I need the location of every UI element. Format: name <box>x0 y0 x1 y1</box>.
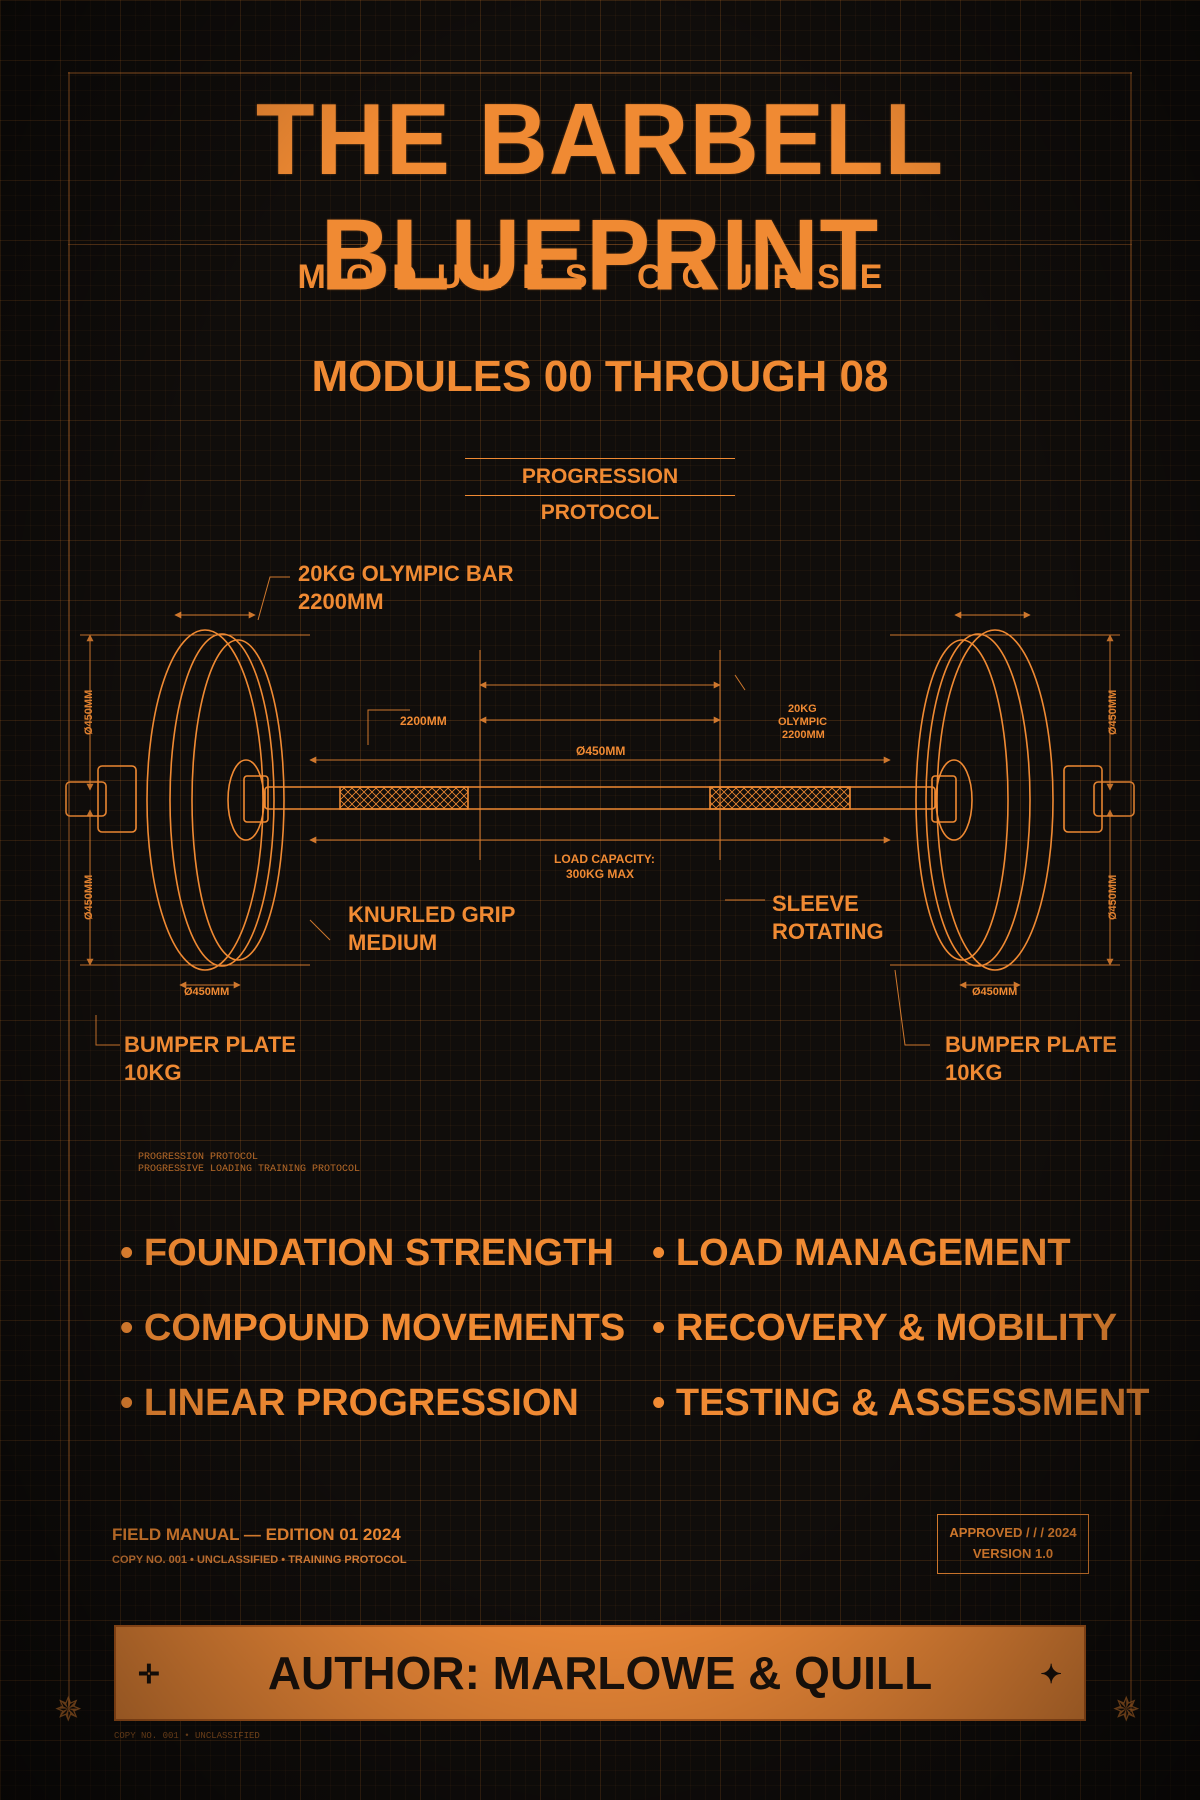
bar-callout-line2: 2200MM <box>298 589 384 614</box>
bar-small-line1: 20KG <box>788 703 817 715</box>
plate-dim-right: Ø450MM <box>972 986 1017 998</box>
knurled-callout: KNURLED GRIP MEDIUM <box>348 901 515 957</box>
inner-length-label: 2200MM <box>400 714 447 728</box>
sleeve-line2: ROTATING <box>772 919 884 944</box>
bumper-right-line1: BUMPER PLATE <box>945 1032 1117 1057</box>
left-plate-hub <box>227 759 265 841</box>
features-left: FOUNDATION STRENGTH COMPOUND MOVEMENTS L… <box>120 1216 625 1441</box>
frame-right-line <box>1130 72 1132 1712</box>
center-dim-label: Ø450MM <box>576 744 625 758</box>
feature-item: LINEAR PROGRESSION <box>120 1366 625 1441</box>
knurl-right <box>709 786 851 810</box>
feature-item: RECOVERY & MOBILITY <box>652 1291 1150 1366</box>
left-plate-3 <box>191 639 285 961</box>
vertical-dim-left-bottom: Ø450MM <box>83 875 95 920</box>
barbell-diagram: 2200MM Ø450MM LOAD CAPACITY: 300KG MAX 2… <box>65 576 1135 1046</box>
feature-item: TESTING & ASSESSMENT <box>652 1366 1150 1441</box>
knurl-left <box>339 786 469 810</box>
protocol-note-line2: PROGRESSIVE LOADING TRAINING PROTOCOL <box>138 1164 361 1175</box>
right-inner-collar <box>931 775 957 823</box>
protocol-note: PROGRESSION PROTOCOL PROGRESSIVE LOADING… <box>138 1152 360 1176</box>
left-sleeve-end <box>65 781 107 817</box>
vertical-dim-left-top: Ø450MM <box>83 690 95 735</box>
bumper-left-callout: BUMPER PLATE 10KG <box>124 1031 296 1087</box>
poster-title: THE BARBELL BLUEPRINT <box>255 83 945 312</box>
frame-top-line <box>68 72 1132 74</box>
protocol-label: PROGRESSION PROTOCOL <box>465 458 735 524</box>
bar-small-line3: 2200MM <box>782 729 825 741</box>
field-manual-label: FIELD MANUAL — EDITION 01 2024 <box>112 1525 401 1544</box>
knurled-line2: MEDIUM <box>348 930 438 955</box>
crosshair-star-icon: ✦ <box>1040 1659 1062 1689</box>
frame-title-underline <box>68 244 1132 245</box>
version-text: VERSION 1.0 <box>972 1546 1054 1561</box>
feature-item: LOAD MANAGEMENT <box>652 1216 1150 1291</box>
left-plate-outer <box>146 629 264 971</box>
right-plate-hub <box>935 759 973 841</box>
approval-stamp: APPROVED / / / 2024 VERSION 1.0 <box>937 1514 1089 1574</box>
compass-rose-icon: ✵ <box>54 1691 83 1729</box>
poster-subtitle: MODULES COURSE <box>297 258 903 296</box>
right-plate-2 <box>925 633 1031 967</box>
left-collar <box>97 765 137 833</box>
features-right: LOAD MANAGEMENT RECOVERY & MOBILITY TEST… <box>652 1216 1150 1441</box>
compass-rose-icon: ✵ <box>1112 1691 1141 1729</box>
field-manual-sub: COPY NO. 001 • UNCLASSIFIED • TRAINING P… <box>112 1554 407 1566</box>
left-plate-2 <box>169 633 275 967</box>
protocol-note-line1: PROGRESSION PROTOCOL <box>138 1152 259 1163</box>
bumper-left-line1: BUMPER PLATE <box>124 1032 296 1057</box>
bumper-left-line2: 10KG <box>124 1060 182 1085</box>
frame-left-line <box>68 72 70 1712</box>
bar-callout: 20KG OLYMPIC BAR 2200MM <box>298 560 514 616</box>
bumper-right-callout: BUMPER PLATE 10KG <box>945 1031 1117 1087</box>
modules-heading: MODULES 00 THROUGH 08 <box>311 352 889 401</box>
bumper-right-line2: 10KG <box>945 1060 1003 1085</box>
right-plate-outer <box>936 629 1054 971</box>
crosshair-star-icon: ✛ <box>138 1659 160 1689</box>
bar-callout-line1: 20KG OLYMPIC BAR <box>298 561 514 586</box>
knurled-line1: KNURLED GRIP <box>348 902 516 927</box>
vertical-dim-right-bottom: Ø450MM <box>1107 875 1119 920</box>
bar-small-line2: OLYMPIC <box>778 716 827 728</box>
sleeve-callout: SLEEVE ROTATING <box>772 890 884 946</box>
author-text: AUTHOR: MARLOWE & QUILL <box>267 1647 933 1699</box>
load-capacity-line1: LOAD CAPACITY: <box>554 852 655 866</box>
right-plate-3 <box>915 639 1009 961</box>
approved-text: APPROVED / / / 2024 <box>949 1525 1077 1540</box>
feature-item: COMPOUND MOVEMENTS <box>120 1291 625 1366</box>
left-inner-collar <box>243 775 269 823</box>
sleeve-line1: SLEEVE <box>772 891 859 916</box>
feature-item: FOUNDATION STRENGTH <box>120 1216 625 1291</box>
bar-shaft <box>264 786 936 810</box>
vertical-dim-right-top: Ø450MM <box>1107 690 1119 735</box>
author-banner: ✛ AUTHOR: MARLOWE & QUILL ✦ <box>114 1625 1086 1721</box>
footer-fine-print: COPY NO. 001 • UNCLASSIFIED <box>114 1731 260 1741</box>
right-sleeve-end <box>1093 781 1135 817</box>
load-capacity-line2: 300KG MAX <box>566 867 634 881</box>
right-collar <box>1063 765 1103 833</box>
plate-dim-left: Ø450MM <box>184 986 229 998</box>
